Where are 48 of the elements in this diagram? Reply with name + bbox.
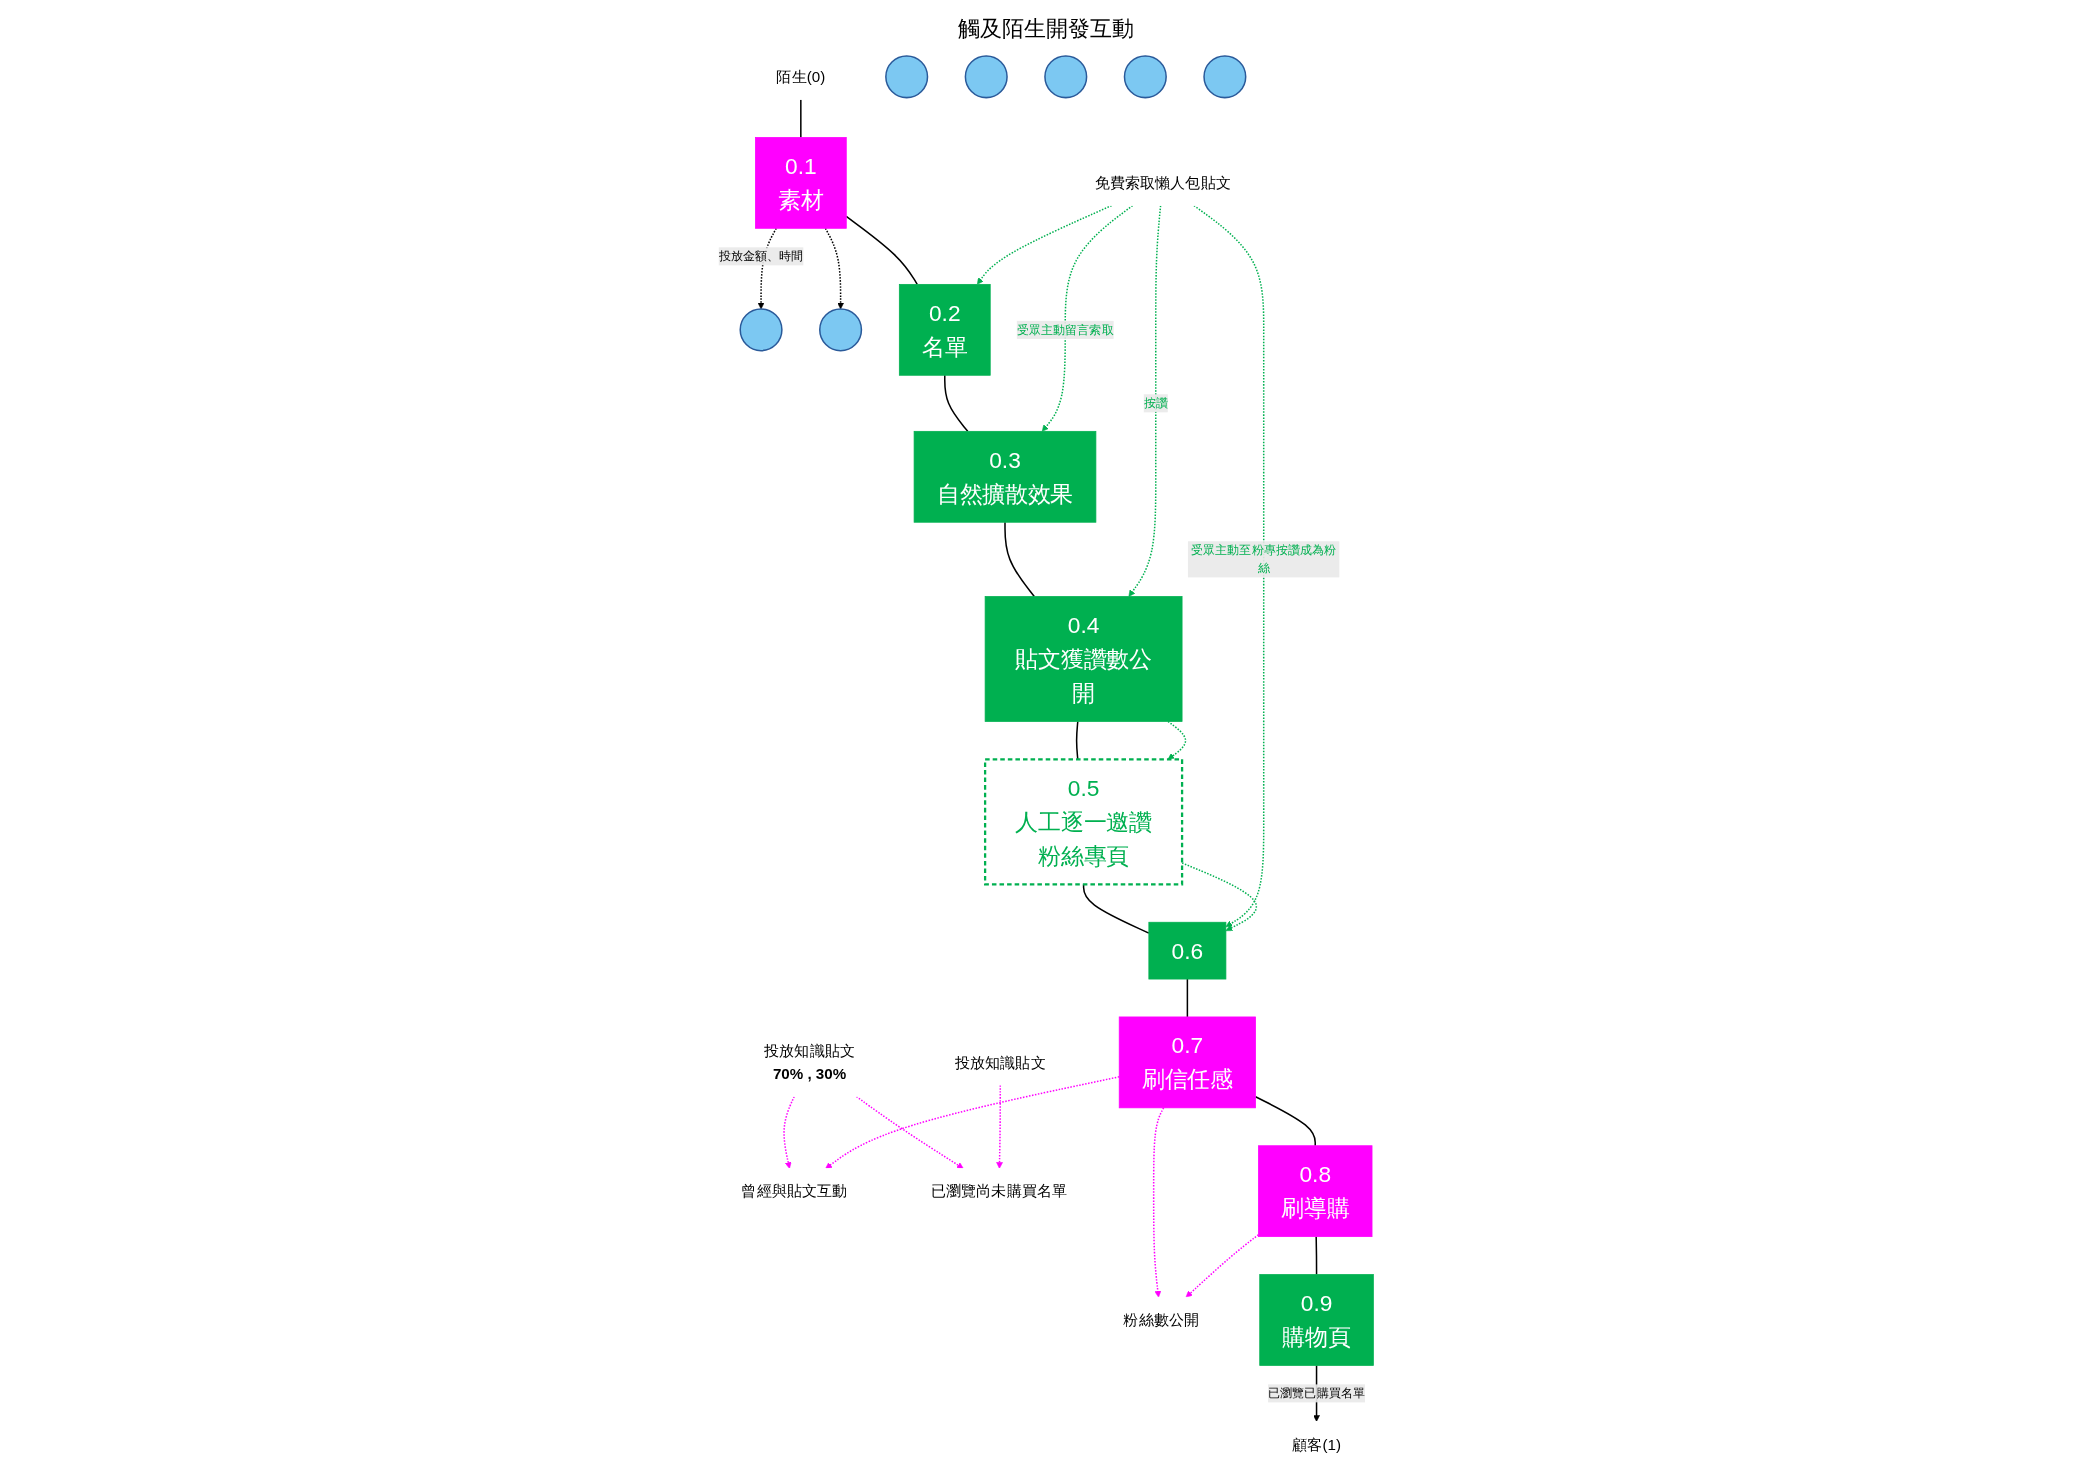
note-text: 觸及陌生開發互動 (958, 15, 1134, 43)
arrow (1041, 204, 1134, 432)
node-person (819, 308, 863, 352)
node-person (885, 55, 929, 99)
node-person (964, 55, 1008, 99)
node-box: 0.1 素材 (755, 137, 847, 229)
connector (1254, 1096, 1316, 1147)
node-text: 已瀏覽尚未購買名單 (930, 1182, 1068, 1200)
node-box: 0.3 自然擴散效果 (913, 430, 1097, 523)
edge-label: 已瀏覽已購買名單 (1268, 1386, 1366, 1400)
edge-label: 按讚 (1143, 396, 1168, 410)
connector (1315, 1235, 1318, 1276)
node-text: 投放知識貼文 (954, 1054, 1046, 1071)
connector (944, 374, 969, 433)
connector (1186, 978, 1189, 1018)
arrow (1185, 1234, 1260, 1298)
edge-label: 受眾主動至粉專按讚成為粉絲 (1190, 543, 1337, 575)
arrow (783, 1095, 795, 1169)
arrow (825, 1076, 1120, 1169)
node-person (1203, 55, 1247, 99)
node-person (1044, 55, 1088, 99)
node-text: 顧客(1) (1292, 1435, 1341, 1453)
connector (1004, 521, 1036, 598)
arrow (1152, 1107, 1165, 1298)
arrow (1128, 204, 1162, 597)
node-box: 0.7 刷信任感 (1118, 1016, 1256, 1109)
node-box: 0.8 刷導購 (1258, 1145, 1373, 1238)
arrow (855, 1095, 964, 1169)
node-person (1123, 55, 1167, 99)
arrow (1193, 204, 1265, 928)
arrow (824, 227, 844, 310)
arrow (757, 227, 777, 310)
node-box: 0.4 貼文獲讚數公開 (984, 596, 1183, 722)
node-text: 陌生(0) (776, 68, 826, 86)
node-box: 0.9 購物頁 (1259, 1274, 1374, 1366)
node-box: 0.2 名單 (898, 284, 991, 376)
node-text: 投放知識貼文 70% , 30% (764, 1042, 855, 1083)
connector (800, 98, 802, 139)
node-text: 粉絲數公開 (1123, 1311, 1200, 1329)
edge-label: 受眾主動留言索取 (1016, 323, 1114, 336)
edge-label: 投放金額、時間 (718, 249, 804, 263)
node-text: 免費索取懶人包貼文 (1094, 174, 1231, 192)
node-box: 0.5 人工逐一邀讚粉絲專頁 (983, 758, 1184, 886)
node-person (739, 308, 783, 352)
node-box: 0.6 (1148, 921, 1227, 980)
node-text: 曾經與貼文互動 (741, 1182, 848, 1200)
connector (845, 215, 918, 286)
arrow (1167, 720, 1187, 760)
